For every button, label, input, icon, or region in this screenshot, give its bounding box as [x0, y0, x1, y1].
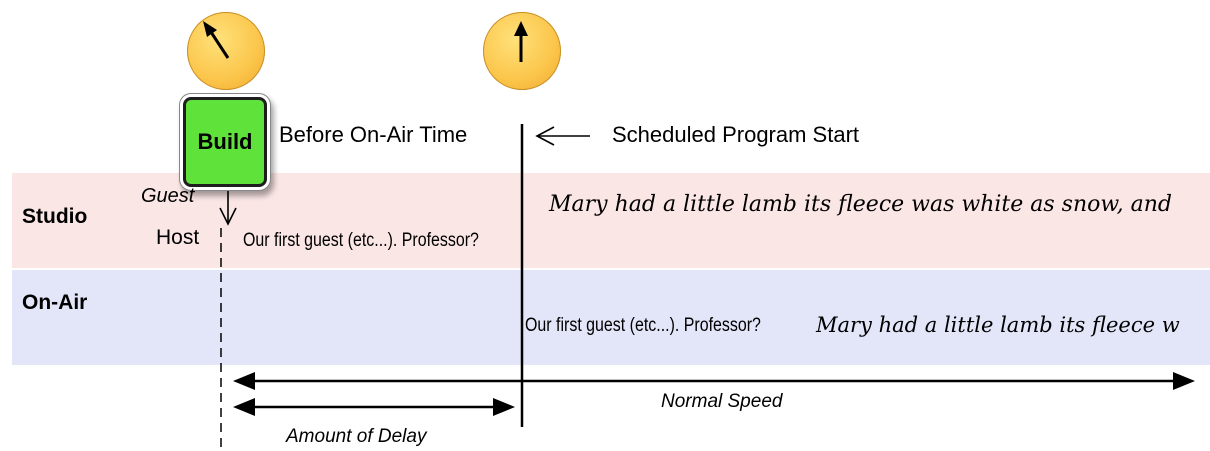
- onair-label: On-Air: [22, 291, 88, 314]
- studio-guest-line: Mary had a little lamb its fleece was wh…: [549, 192, 1172, 217]
- host-label: Host: [156, 226, 200, 249]
- clock-icon: [187, 12, 265, 90]
- guest-label: Guest: [141, 185, 195, 207]
- delay-label: Amount of Delay: [286, 426, 427, 447]
- onair-guest-line: Mary had a little lamb its fleece w: [816, 313, 1180, 337]
- onair-host-line: Our first guest (etc...). Professor?: [525, 315, 761, 336]
- clock-icon: [483, 12, 561, 90]
- studio-band: [12, 173, 1210, 268]
- scheduled-start-label: Scheduled Program Start: [612, 122, 860, 147]
- build-button-label: Build: [197, 129, 253, 154]
- normal-speed-label: Normal Speed: [661, 391, 783, 412]
- studio-host-line: Our first guest (etc...). Professor?: [243, 230, 479, 251]
- before-on-air-label: Before On-Air Time: [279, 122, 468, 147]
- onair-band: [12, 270, 1210, 365]
- studio-label: Studio: [22, 205, 88, 228]
- build-button[interactable]: Build: [183, 97, 267, 187]
